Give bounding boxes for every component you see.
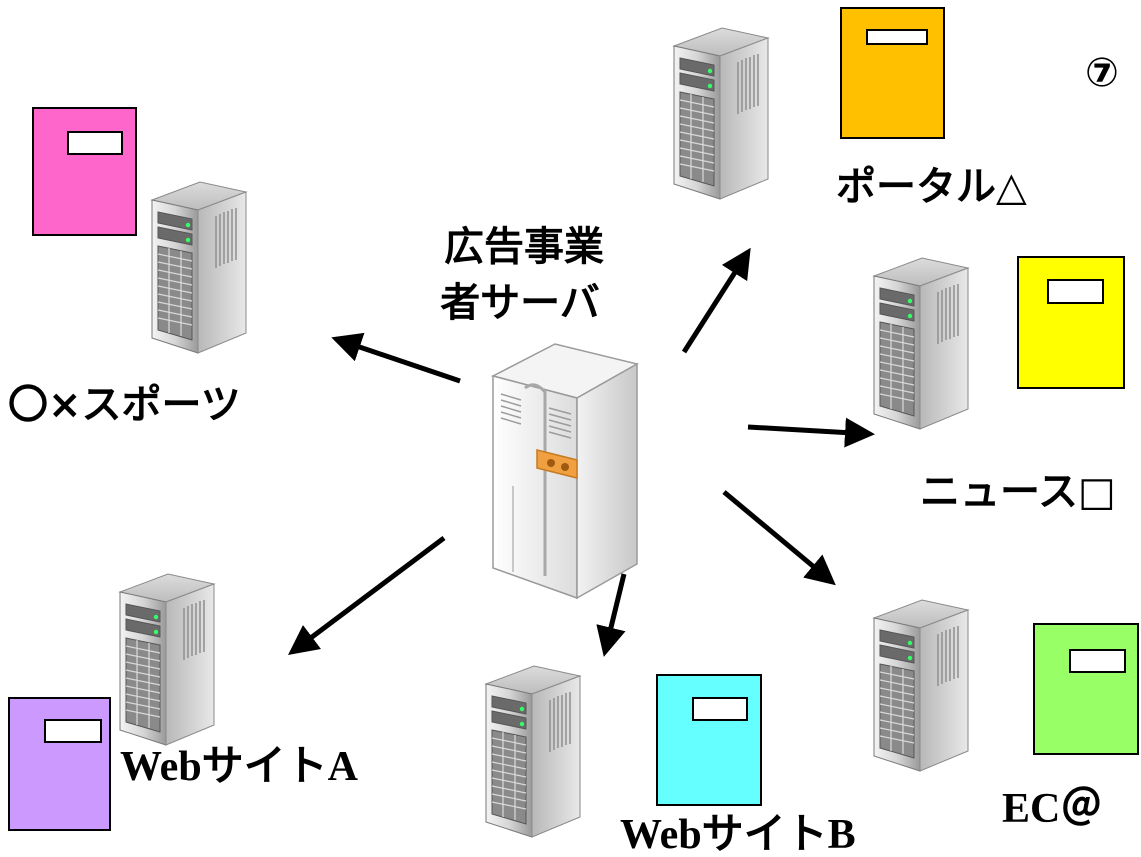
document-icon-portal: [840, 7, 945, 139]
arrow-to-news: [747, 417, 875, 448]
document-icon-web-b: [656, 674, 762, 806]
document-icon-ec: [1033, 623, 1139, 755]
arrow-to-portal: [681, 247, 751, 354]
server-icon-web-a: [119, 573, 215, 746]
server-icon-sports: [151, 181, 247, 354]
arrow-to-sports: [331, 332, 461, 384]
corner-number: ⑦: [1085, 50, 1119, 96]
site-label-ec: EC＠: [1002, 786, 1102, 832]
site-label-portal: ポータル△: [836, 164, 1027, 210]
site-label-news: ニュース□: [920, 469, 1116, 515]
site-label-web-b: WebサイトB: [620, 812, 856, 857]
document-icon-sports: [32, 107, 137, 236]
center-label-line2: 者サーバ: [440, 280, 600, 326]
document-icon-news: [1017, 256, 1125, 389]
site-label-web-a: WebサイトA: [120, 744, 359, 790]
arrow-to-web-b: [596, 573, 627, 657]
server-icon-portal: [673, 27, 769, 200]
server-icon-ec: [873, 599, 969, 772]
site-label-sports: 〇×スポーツ: [8, 382, 241, 428]
server-icon-web-b: [485, 665, 581, 838]
document-icon-web-a: [8, 697, 111, 831]
center-label-line1: 広告事業: [444, 224, 604, 270]
distribution-arrows: [288, 247, 875, 657]
ad-server-icon: [490, 343, 640, 600]
arrow-to-web-a: [288, 536, 446, 655]
server-icon-news: [873, 257, 969, 430]
arrow-to-ec: [722, 490, 836, 586]
